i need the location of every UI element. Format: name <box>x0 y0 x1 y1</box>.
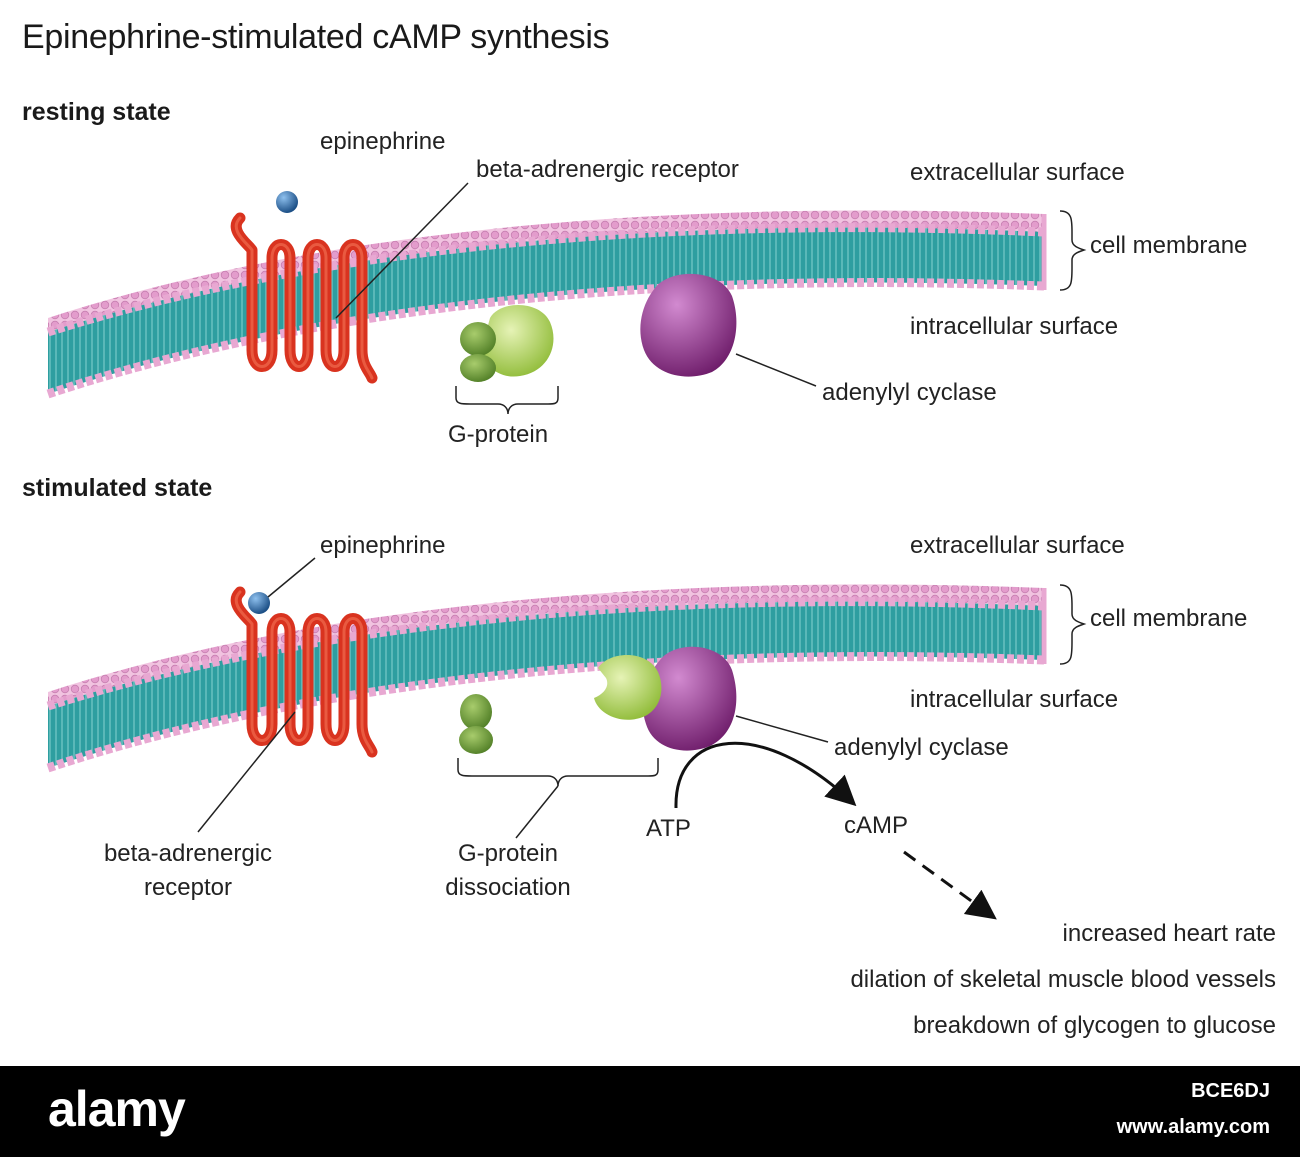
stimulated-gprotein-subunits <box>459 694 493 754</box>
resting-heading: resting state <box>22 98 171 126</box>
effect-glycogen-breakdown: breakdown of glycogen to glucose <box>913 1012 1276 1039</box>
resting-membrane-brace <box>1059 210 1087 291</box>
resting-epinephrine-label: epinephrine <box>320 128 446 155</box>
stimulated-intracellular-label: intracellular surface <box>910 686 1119 713</box>
site-url: www.alamy.com <box>1116 1116 1270 1138</box>
resting-membrane-label: cell membrane <box>1090 232 1248 259</box>
effect-heart-rate: increased heart rate <box>1062 920 1276 947</box>
image-code: BCE6DJ <box>1191 1080 1270 1102</box>
resting-cyclase-label: adenylyl cyclase <box>822 379 997 406</box>
effect-vessel-dilation: dilation of skeletal muscle blood vessel… <box>850 966 1276 993</box>
resting-cyclase-leader <box>735 353 817 387</box>
stimulated-adenylyl-cyclase <box>642 646 737 751</box>
stimulated-membrane-brace <box>1059 584 1087 665</box>
resting-receptor-leader <box>335 182 469 319</box>
stimulated-epinephrine-label: epinephrine <box>320 532 446 559</box>
stimulated-receptor-leader <box>197 711 296 833</box>
watermark-bar: alamy BCE6DJ www.alamy.com <box>0 1066 1300 1157</box>
stimulated-gprotein-label-line1: G-protein <box>457 840 559 867</box>
camp-effects-arrow <box>903 850 997 920</box>
stimulated-receptor-label-line2: receptor <box>143 874 233 901</box>
stimulated-cyclase-label: adenylyl cyclase <box>834 734 1009 761</box>
page-title: Epinephrine-stimulated cAMP synthesis <box>22 18 610 56</box>
stimulated-receptor-label-line1: beta-adrenergic <box>103 840 273 867</box>
stimulated-gprotein-label-line2: dissociation <box>445 874 571 901</box>
resting-gprotein-label: G-protein <box>448 421 549 448</box>
stimulated-gprotein-label: G-protein dissociation <box>428 840 588 902</box>
brand-logo: alamy <box>48 1081 186 1137</box>
stimulated-gprotein-alpha <box>594 654 662 720</box>
stimulated-gprotein-brace <box>457 758 659 787</box>
resting-adenylyl-cyclase <box>640 273 737 377</box>
atp-to-camp-arrow <box>674 741 857 809</box>
resting-membrane <box>48 210 1044 394</box>
resting-receptor-label: beta-adrenergic receptor <box>476 156 739 183</box>
stimulated-gprotein-leader <box>515 785 559 839</box>
resting-gprotein <box>460 304 554 382</box>
resting-extracellular-label: extracellular surface <box>910 159 1125 186</box>
stimulated-cyclase-leader <box>735 715 829 743</box>
resting-gprotein-brace <box>455 386 559 415</box>
stimulated-receptor-label: beta-adrenergic receptor <box>88 840 288 902</box>
camp-label: cAMP <box>844 812 909 839</box>
stimulated-heading: stimulated state <box>22 474 213 502</box>
stimulated-membrane-label: cell membrane <box>1090 605 1248 632</box>
resting-epinephrine-molecule <box>276 191 298 213</box>
stimulated-extracellular-label: extracellular surface <box>910 532 1125 559</box>
atp-label: ATP <box>646 815 691 842</box>
stimulated-epinephrine-leader <box>267 557 316 598</box>
diagram-art <box>0 182 1087 920</box>
stimulated-epinephrine-molecule <box>248 592 270 614</box>
resting-intracellular-label: intracellular surface <box>910 313 1119 340</box>
